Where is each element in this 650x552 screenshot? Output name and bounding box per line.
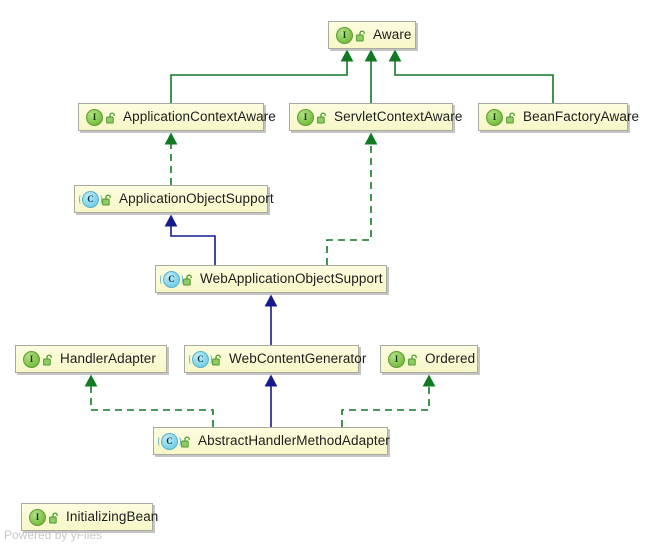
node-handler-adapter[interactable]: I HandlerAdapter (15, 345, 167, 373)
interface-badge-icon: I (486, 108, 503, 126)
node-label: HandlerAdapter (60, 351, 156, 367)
edge-abstract-handler-method-adapter-to-ordered (341, 374, 436, 427)
interface-badge-icon: I (86, 108, 103, 126)
unlocked-padlock-icon (181, 435, 192, 448)
node-label: WebContentGenerator (229, 351, 367, 367)
edge-application-context-aware-to-aware (170, 49, 354, 103)
interface-badge-icon: I (336, 26, 353, 44)
interface-badge-icon: I (23, 350, 40, 368)
node-aware[interactable]: I Aware (328, 21, 416, 49)
unlocked-padlock-icon (183, 273, 194, 286)
node-label: ApplicationContextAware (123, 109, 276, 125)
unlocked-padlock-icon (408, 353, 419, 366)
interface-badge-icon: I (388, 350, 405, 368)
unlocked-padlock-icon (43, 353, 54, 366)
unlocked-padlock-icon (102, 193, 113, 206)
node-label: AbstractHandlerMethodAdapter (198, 433, 390, 449)
node-web-application-object-support[interactable]: C WebApplicationObjectSupport (155, 265, 387, 293)
node-application-context-aware[interactable]: I ApplicationContextAware (78, 103, 276, 131)
class-badge-icon: C (79, 190, 102, 208)
edge-abstract-handler-method-adapter-to-handler-adapter (84, 374, 214, 427)
node-web-content-generator[interactable]: C WebContentGenerator (184, 345, 366, 373)
edge-web-application-object-support-to-application-object-support (164, 214, 216, 265)
unlocked-padlock-icon (212, 353, 223, 366)
class-badge-icon: C (189, 350, 212, 368)
node-label: BeanFactoryAware (523, 109, 640, 125)
interface-badge-icon: I (29, 508, 46, 526)
node-label: ApplicationObjectSupport (119, 191, 274, 207)
unlocked-padlock-icon (317, 111, 328, 124)
node-abstract-handler-method-adapter[interactable]: C AbstractHandlerMethodAdapter (153, 427, 390, 455)
node-label: WebApplicationObjectSupport (200, 271, 383, 287)
class-badge-icon: C (160, 270, 183, 288)
edge-bean-factory-aware-to-aware (388, 49, 554, 103)
interface-badge-icon: I (297, 108, 314, 126)
unlocked-padlock-icon (506, 111, 517, 124)
node-initializing-bean[interactable]: I InitializingBean (21, 503, 158, 531)
unlocked-padlock-icon (49, 511, 60, 524)
node-label: Ordered (425, 351, 476, 367)
node-label: Aware (373, 27, 412, 43)
node-application-object-support[interactable]: C ApplicationObjectSupport (74, 185, 274, 213)
node-bean-factory-aware[interactable]: I BeanFactoryAware (478, 103, 639, 131)
node-servlet-context-aware[interactable]: I ServletContextAware (289, 103, 462, 131)
unlocked-padlock-icon (106, 111, 117, 124)
node-label: ServletContextAware (334, 109, 463, 125)
unlocked-padlock-icon (356, 29, 367, 42)
node-label: InitializingBean (66, 509, 159, 525)
node-ordered[interactable]: I Ordered (380, 345, 478, 373)
class-badge-icon: C (158, 432, 181, 450)
edge-web-application-object-support-to-servlet-context-aware (326, 132, 378, 265)
yfiles-watermark: Powered by yFiles (4, 528, 103, 542)
